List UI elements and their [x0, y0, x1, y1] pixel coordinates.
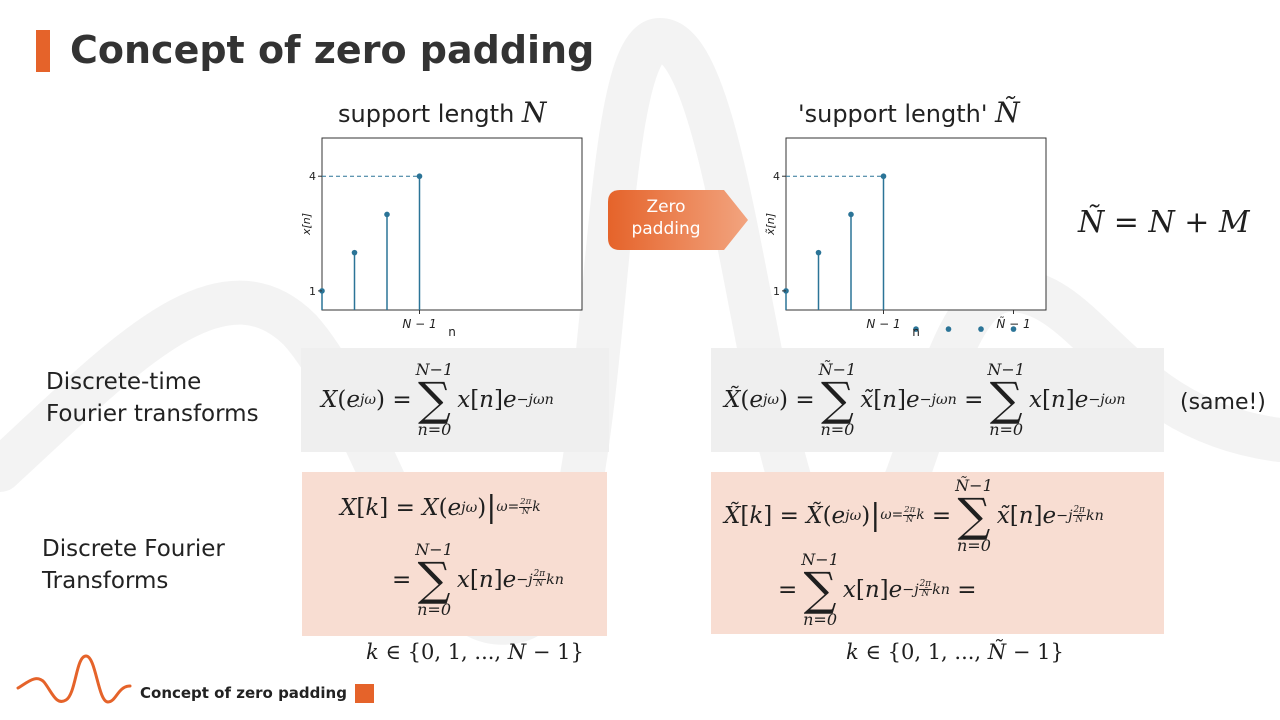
dft-label-line1: Discrete Fourier	[42, 536, 225, 562]
stem-marker	[848, 211, 854, 218]
x-axis-label: n	[912, 325, 920, 339]
stem-plot-zero-padded: 1 4 N − 1 Ñ − 1 n x̃[n]	[764, 137, 1047, 339]
sum-operator: N−1∑n=0	[415, 540, 453, 619]
x-tick-label: N − 1	[402, 317, 436, 331]
k-range-right: k ∈ {0, 1, ..., Ñ − 1}	[846, 640, 1064, 664]
title-accent-bar	[36, 30, 50, 72]
stem-marker	[880, 173, 887, 180]
dtft-formula-box-right	[711, 348, 1164, 452]
sum-operator: N−1∑n=0	[415, 360, 454, 439]
dft-formula-box-left	[302, 472, 607, 636]
left-panel-title-text: support length	[338, 100, 515, 128]
dft-label-line2: Transforms	[42, 568, 169, 594]
arrow-label-line1: Zero	[646, 197, 686, 217]
dft-label: Discrete Fourier Transforms	[42, 533, 225, 597]
x-tick-label: Ñ − 1	[996, 316, 1030, 331]
stem-marker	[1010, 326, 1017, 332]
y-tick-label: 4	[309, 170, 316, 183]
zero-padding-arrow	[608, 190, 748, 250]
x-tick-label: N − 1	[866, 317, 900, 331]
stem-marker	[416, 173, 423, 180]
right-panel-title-symbol: Ñ	[995, 96, 1020, 129]
stem-marker	[978, 326, 984, 332]
dft-formula-box-right	[711, 472, 1164, 634]
sum-operator: N−1∑n=0	[801, 550, 839, 629]
sum-operator: N−1∑n=0	[987, 360, 1025, 439]
y-tick-label: 4	[773, 170, 780, 183]
y-axis-label: x[n]	[300, 213, 313, 236]
k-range-left: k ∈ {0, 1, ..., N − 1}	[366, 640, 584, 664]
length-equation: Ñ = N + M	[1078, 205, 1250, 240]
left-panel-title: support length N	[338, 96, 546, 129]
page-title: Concept of zero padding	[70, 28, 595, 72]
y-axis-label: x̃[n]	[764, 213, 777, 236]
stem-marker	[351, 249, 358, 256]
stem-marker	[815, 249, 822, 256]
stem-marker	[945, 326, 952, 332]
same-note: (same!)	[1180, 390, 1266, 415]
wave-logo-icon	[16, 654, 132, 704]
footer-accent-square	[355, 684, 374, 703]
dtft-label-line2: Fourier transforms	[46, 401, 259, 427]
plot-frame	[785, 137, 1047, 311]
stem-plot-original: 1 4 N − 1 n x[n]	[300, 137, 583, 339]
sum-operator: Ñ−1∑n=0	[818, 360, 857, 439]
right-panel-title: 'support length' Ñ	[798, 96, 1020, 129]
dtft-label-line1: Discrete-time	[46, 369, 202, 395]
left-panel-title-symbol: N	[521, 96, 547, 129]
arrow-label-line2: padding	[631, 219, 701, 239]
stem-marker	[913, 326, 919, 332]
y-tick-label: 1	[773, 285, 780, 298]
dtft-formula-box-left	[301, 348, 609, 452]
plot-frame	[321, 137, 583, 311]
sum-operator: Ñ−1∑n=0	[955, 476, 993, 555]
stem-marker	[384, 211, 390, 218]
dtft-label: Discrete-time Fourier transforms	[46, 366, 259, 430]
footer-title: Concept of zero padding	[140, 684, 347, 702]
zero-padding-arrow-label: Zero padding	[616, 196, 716, 240]
y-tick-label: 1	[309, 285, 316, 298]
right-panel-title-text: 'support length'	[798, 100, 988, 128]
x-axis-label: n	[448, 325, 456, 339]
